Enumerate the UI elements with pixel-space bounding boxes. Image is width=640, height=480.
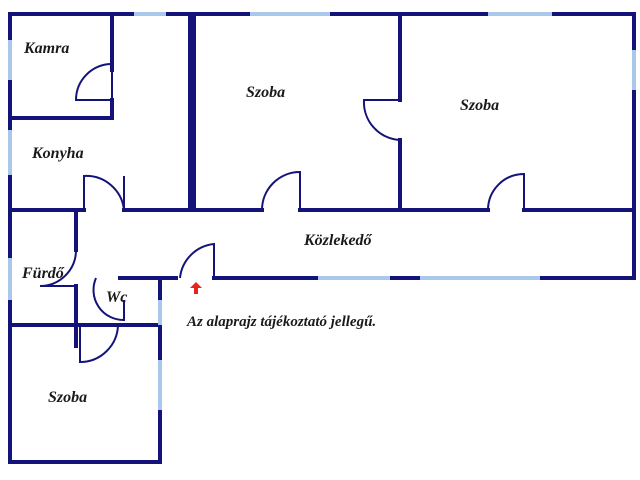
door-swing	[362, 99, 401, 141]
door-swing	[39, 249, 77, 287]
room-label-kamra: Kamra	[24, 40, 70, 57]
room-label-wc: Wc	[106, 289, 128, 306]
room-label-konyha: Konyha	[32, 145, 84, 162]
door-swing	[79, 324, 119, 364]
room-label-furdo: Fürdő	[22, 265, 64, 282]
walls	[8, 12, 636, 464]
doors	[39, 63, 525, 364]
windows	[8, 12, 636, 410]
door-swing	[74, 63, 113, 101]
door-swing	[83, 174, 125, 211]
room-label-kozlekedo: Közlekedő	[304, 232, 372, 249]
entrance-arrow-icon	[190, 282, 202, 294]
door-swing	[261, 170, 301, 211]
disclaimer-note: Az alaprajz tájékoztató jellegű.	[187, 314, 377, 330]
door-swing	[179, 242, 215, 279]
room-label-szoba-middle: Szoba	[246, 84, 286, 101]
entrance-arrow-shape	[190, 282, 202, 294]
room-label-szoba-right: Szoba	[460, 97, 500, 114]
door-swing	[487, 172, 525, 211]
room-label-szoba-bottom: Szoba	[48, 389, 88, 406]
door-swing	[92, 277, 125, 322]
